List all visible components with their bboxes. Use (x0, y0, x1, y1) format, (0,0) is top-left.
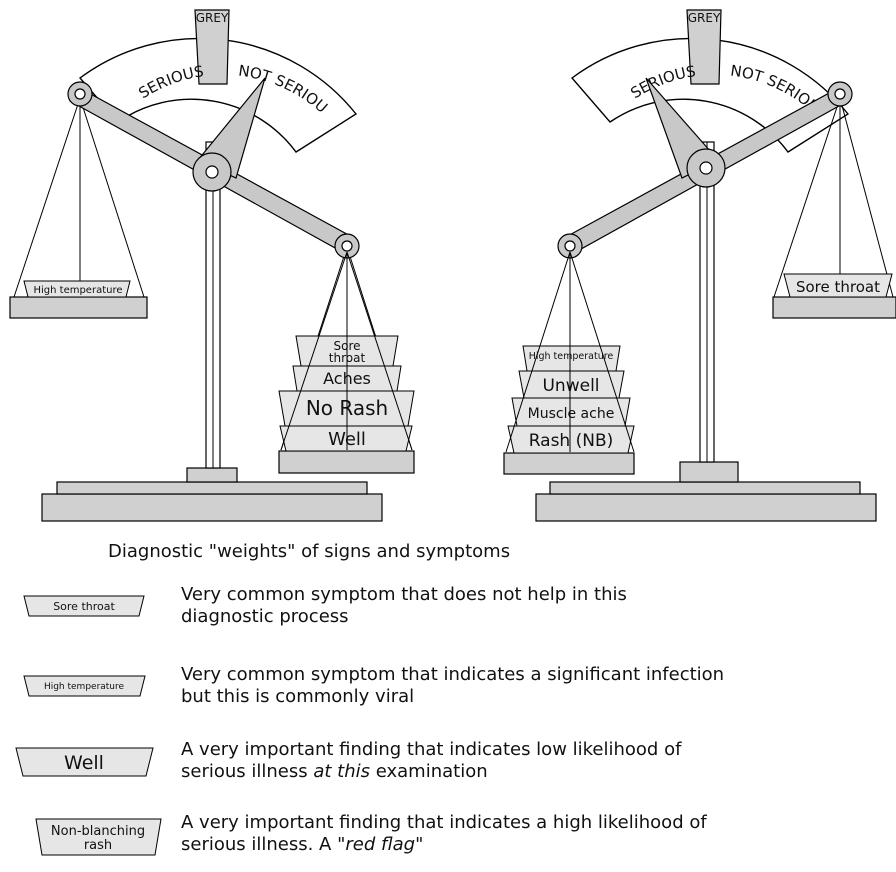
weight-unwell: Unwell (542, 376, 599, 396)
left-pan: Rash (NB) Muscle ache Unwell High temper… (503, 345, 635, 475)
scale-base-step (56, 481, 368, 495)
weight-rash: Rash (NB) (529, 431, 614, 451)
dial-label-grey: GREY (196, 11, 229, 25)
pillar-foot (679, 461, 739, 483)
scale-base (41, 493, 383, 522)
weight-high-temperature: High temperature (529, 351, 614, 362)
weight-sore-throat: Sore throat (796, 278, 880, 296)
legend-description: A very important finding that indicates … (181, 739, 682, 782)
svg-text:Non-blanching: Non-blanching (51, 824, 145, 839)
svg-text:Well: Well (64, 752, 104, 774)
legend-description: Very common symptom that indicates a sig… (181, 664, 725, 707)
legend-description: Very common symptom that does not help i… (181, 584, 627, 627)
dial-label-grey: GREY (688, 11, 721, 25)
scale-base (535, 493, 877, 522)
pillar-foot (186, 467, 238, 483)
legend-title: Diagnostic "weights" of signs and sympto… (108, 541, 511, 562)
balance-beam (67, 77, 360, 259)
legend-item-high-temperature: High temperature Very common symptom tha… (0, 664, 896, 724)
weight-muscle-ache: Muscle ache (528, 406, 615, 422)
left-pan: High temperature (9, 280, 148, 319)
legend-description: A very important finding that indicates … (181, 812, 707, 855)
grey-zone (686, 9, 722, 85)
svg-text:High temperature: High temperature (44, 682, 125, 692)
svg-text:Sore throat: Sore throat (53, 600, 115, 613)
non-blanching-rash-weight-icon: Non-blanching rash (35, 818, 162, 856)
legend-item-sore-throat: Sore throat Very common symptom that doe… (0, 584, 896, 644)
left-scale: SERIOUS GREY NOT SERIOUS (0, 0, 415, 522)
weight-high-temperature: High temperature (33, 285, 122, 296)
balance-beam (557, 77, 853, 259)
grey-zone (194, 9, 230, 85)
svg-text:rash: rash (84, 838, 112, 853)
legend-item-well: Well A very important finding that indic… (0, 739, 896, 799)
well-weight-icon: Well (15, 747, 154, 777)
scale-base-step (549, 481, 861, 495)
scales-illustration: SERIOUS GREY NOT SERIOUS (0, 0, 896, 522)
sore-throat-weight-icon: Sore throat (23, 595, 145, 617)
verdict-dial: SERIOUS GREY NOT SERIOUS (0, 0, 358, 153)
high-temperature-weight-icon: High temperature (23, 675, 146, 697)
right-pan: Sore throat (772, 273, 896, 319)
legend-item-non-blanching-rash: Non-blanching rash A very important find… (0, 812, 896, 872)
